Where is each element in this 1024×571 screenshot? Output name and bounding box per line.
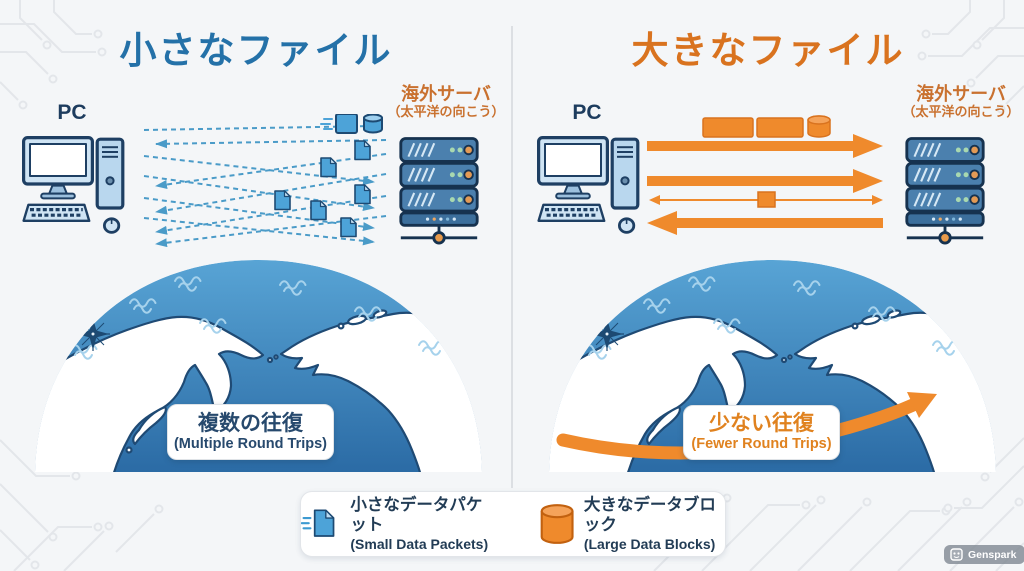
large-data-block-icon xyxy=(540,504,574,544)
small-data-packet-icon xyxy=(301,509,335,537)
left-pc-label: PC xyxy=(57,101,87,124)
caption-jp: 少ない往復 xyxy=(709,412,814,436)
right-server-label: 海外サーバ （太平洋の向こう） xyxy=(896,84,1024,120)
panel-divider xyxy=(511,26,513,488)
small-data-cylinder-icon xyxy=(363,114,383,134)
left-globe-caption: 複数の往復 (Multiple Round Trips) xyxy=(167,404,334,460)
legend-item-large-blocks: 大きなデータブロック (Large Data Blocks) xyxy=(540,495,725,554)
genspark-logo-icon xyxy=(950,548,963,561)
legend-label-jp: 大きなデータブロック xyxy=(583,495,716,535)
small-packet-square-icon xyxy=(335,114,358,134)
legend-item-small-packets: 小さなデータパケット (Small Data Packets) xyxy=(301,495,492,554)
legend-label-en: (Small Data Packets) xyxy=(350,535,489,552)
server-label-line1: 海外サーバ xyxy=(916,84,1006,104)
small-packet-arrows xyxy=(143,114,387,248)
legend: 小さなデータパケット (Small Data Packets) 大きなデータブロ… xyxy=(300,491,726,557)
server-icon xyxy=(905,137,985,245)
server-label-line2: （太平洋の向こう） xyxy=(387,103,505,119)
caption-en: (Multiple Round Trips) xyxy=(173,435,328,452)
right-pc-label: PC xyxy=(572,101,602,124)
server-label-line2: （太平洋の向こう） xyxy=(902,103,1020,119)
right-globe-caption: 少ない往復 (Fewer Round Trips) xyxy=(683,405,840,460)
left-server-label: 海外サーバ （太平洋の向こう） xyxy=(381,84,511,120)
circuit-pattern-top-left xyxy=(0,0,107,110)
genspark-watermark[interactable]: Genspark xyxy=(944,545,1024,564)
large-block-arrows xyxy=(647,115,883,235)
left-panel-title: 小さなファイル xyxy=(119,30,393,71)
large-data-blocks xyxy=(702,115,831,138)
genspark-brand-text: Genspark xyxy=(968,548,1017,561)
legend-label-en: (Large Data Blocks) xyxy=(583,535,716,552)
right-panel-title: 大きなファイル xyxy=(631,30,905,71)
server-icon xyxy=(399,137,479,245)
caption-en: (Fewer Round Trips) xyxy=(691,436,832,453)
legend-label-jp: 小さなデータパケット xyxy=(350,495,483,535)
caption-jp: 複数の往復 xyxy=(198,411,303,435)
pc-icon xyxy=(22,136,125,234)
server-label-line1: 海外サーバ xyxy=(401,84,491,104)
circuit-pattern-bottom-left xyxy=(0,439,164,571)
pc-icon xyxy=(537,136,640,234)
circuit-pattern-top-right xyxy=(917,0,1024,114)
